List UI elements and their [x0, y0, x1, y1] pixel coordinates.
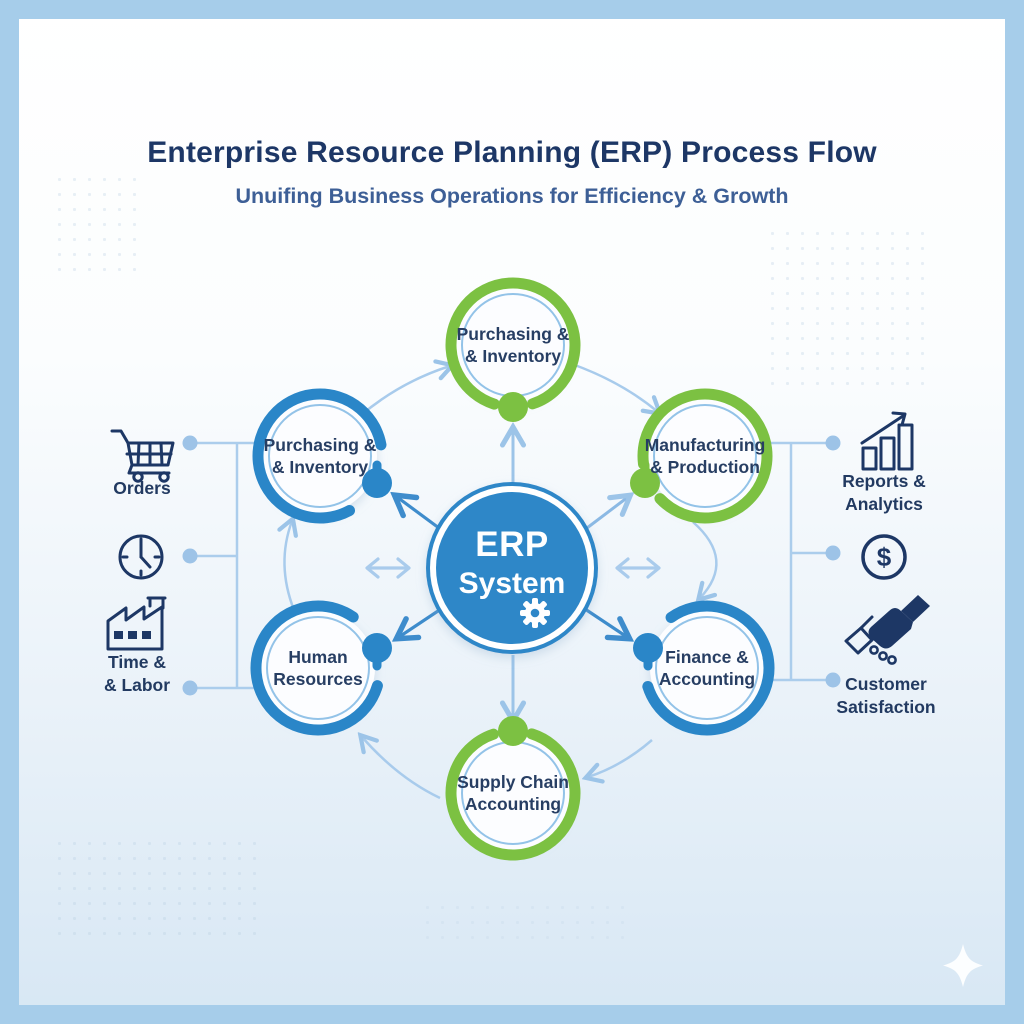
node-ring-supply-chain-accounting: [445, 716, 581, 861]
label-orders: Orders: [92, 477, 192, 500]
clock-icon: [118, 534, 164, 580]
bar-chart-icon: [860, 411, 914, 471]
label-time-labor: Time & & Labor: [77, 651, 197, 697]
node-label-line: Resources: [273, 669, 363, 689]
center-node-arrows: [397, 430, 628, 718]
side-label-line: Time &: [107, 652, 167, 672]
sparkle-icon: [943, 944, 983, 987]
node-label-line: Manufacturing: [644, 435, 766, 455]
node-label-human-resources: Human Resources: [238, 646, 398, 690]
dot-pattern-bottom-left: [52, 836, 267, 938]
node-ring-purchasing-inventory-top: [445, 277, 581, 422]
node-ring-human-resources: [250, 600, 392, 736]
label-reports-analytics: Reports & Analytics: [824, 470, 944, 516]
side-label-line: Reports &: [842, 471, 926, 491]
shopping-cart-icon: [110, 429, 175, 483]
node-label-line: Accounting: [658, 669, 756, 689]
erp-hub-label: ERP System: [422, 527, 602, 599]
label-customer-satisfaction: Customer Satisfaction: [816, 673, 956, 719]
side-label-line: & Labor: [103, 675, 171, 695]
node-label-line: Supply Chain: [457, 772, 569, 792]
node-label-line: Finance &: [665, 647, 749, 667]
node-label-line: Accounting: [464, 794, 562, 814]
side-label-line: Analytics: [845, 494, 923, 514]
page-subtitle: Unuifing Business Operations for Efficie…: [235, 184, 789, 208]
node-label-line: Human: [288, 647, 348, 667]
page-title: Enterprise Resource Planning (ERP) Proce…: [147, 136, 877, 169]
node-ring-finance-accounting: [633, 600, 775, 736]
handshake-icon: [844, 595, 930, 665]
dot-pattern-right: [765, 226, 930, 388]
left-connector-bracket: [182, 435, 258, 696]
gear-icon: [520, 598, 550, 628]
node-label-purchasing-inventory-left: Purchasing & & Inventory: [240, 434, 400, 478]
dot-pattern-top-left: [52, 172, 144, 272]
dot-pattern-bottom-center: [420, 900, 630, 944]
dollar-sign: $: [877, 542, 892, 572]
factory-icon: [106, 596, 167, 651]
erp-hub-circle: [426, 482, 598, 654]
node-label-line: Purchasing &: [456, 324, 570, 344]
left-double-arrow: [365, 557, 411, 579]
dollar-icon: $: [861, 534, 907, 580]
node-label-purchasing-inventory-top: Purchasing & & Inventory: [433, 323, 593, 367]
side-label-line: Customer: [845, 674, 927, 694]
node-label-line: Purchasing &: [263, 435, 377, 455]
side-label-line: Orders: [113, 478, 171, 498]
right-connector-bracket: [768, 435, 841, 688]
node-label-supply-chain-accounting: Supply Chain Accounting: [433, 771, 593, 815]
node-ring-purchasing-inventory-left: [252, 388, 392, 524]
right-double-arrow: [615, 557, 661, 579]
node-ring-manufacturing-production: [630, 388, 773, 524]
node-label-line: & Inventory: [271, 457, 369, 477]
node-label-manufacturing-production: Manufacturing & Production: [625, 434, 785, 478]
erp-hub-line2: System: [458, 567, 566, 600]
erp-hub-line1: ERP: [475, 525, 549, 564]
node-label-line: & Production: [650, 457, 760, 477]
node-label-line: & Inventory: [464, 346, 562, 366]
side-label-line: Satisfaction: [836, 697, 936, 717]
node-label-finance-accounting: Finance & Accounting: [627, 646, 787, 690]
